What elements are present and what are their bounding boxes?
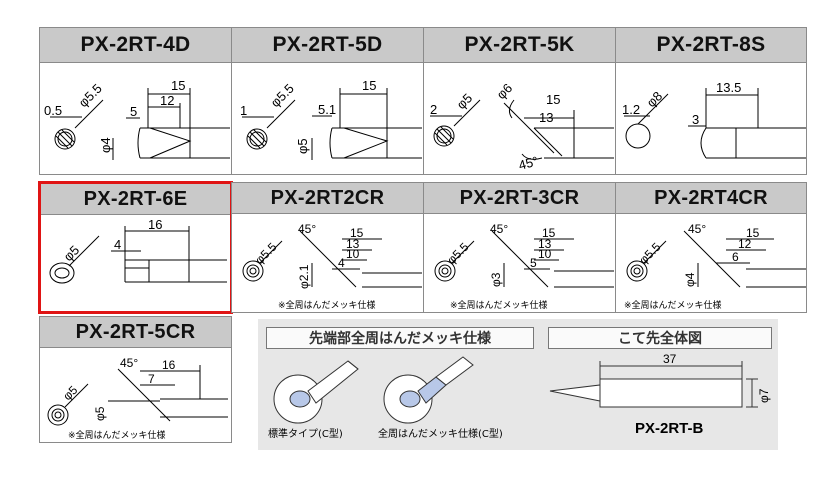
tip-name: PX-2RT-5K — [424, 28, 615, 63]
tip-card-2cr: PX-2RT2CR 45° φ5.5 15 13 10 4 φ2.1 ※全周はん… — [231, 182, 424, 313]
tip-drawing-8s: 1.2 φ8 3 13.5 — [622, 80, 806, 159]
dim-label: 13.5 — [716, 80, 741, 95]
plating-title: 先端部全周はんだメッキ仕様 — [266, 327, 534, 349]
dim-label: 0.5 — [44, 103, 62, 118]
tip-card-4cr: PX-2RT4CR 45° φ5.5 15 12 6 φ4 ※全周はんだメッキ仕… — [615, 182, 807, 313]
dim-label: φ5 — [295, 138, 310, 154]
tip-drawing-3cr: 45° φ5.5 15 13 10 5 φ3 ※全周はんだメッキ仕様 — [434, 222, 614, 311]
dim-label: 45° — [490, 222, 508, 236]
tip-name: PX-2RT-4D — [40, 28, 231, 63]
dim-label: 3 — [692, 112, 699, 127]
tip-name: PX-2RT2CR — [232, 183, 423, 214]
dim-label: 15 — [542, 226, 556, 240]
dim-label: 10 — [538, 247, 552, 261]
dim-label: φ8 — [644, 88, 666, 110]
tip-card-5cr: PX-2RT-5CR 45° 16 7 φ5 φ5 ※全周はんだメッキ仕様 — [39, 316, 232, 443]
dim-label: 4 — [114, 237, 121, 252]
dim-label: 13 — [538, 237, 552, 251]
plated-label: 全周はんだメッキ仕様(C型) — [378, 427, 503, 440]
dim-label: 15 — [350, 226, 364, 240]
legend-panel: 先端部全周はんだメッキ仕様 こて先全体図 標準タイプ(C型) 全周はんだメッキ仕… — [258, 319, 778, 450]
plating-note: ※全周はんだメッキ仕様 — [624, 299, 722, 311]
dim-label: φ5.5 — [444, 240, 471, 267]
dim-label: 15 — [746, 226, 760, 240]
tip-name: PX-2RT-5D — [232, 28, 423, 63]
legend-drawings: 標準タイプ(C型) 全周はんだメッキ仕様(C型) 37 φ7 PX-2RT-B — [268, 352, 771, 440]
dim-label: 15 — [546, 92, 560, 107]
dim-label: 16 — [162, 358, 176, 372]
tip-drawing-5d: 1 φ5.5 15 5.1 φ5 — [240, 78, 422, 160]
tip-card-5d: PX-2RT-5D 1 φ5.5 15 5.1 φ5 — [231, 27, 424, 175]
dim-label: φ5.5 — [268, 81, 297, 110]
dim-label: 12 — [738, 237, 752, 251]
dim-label: φ4 — [98, 137, 113, 153]
tip-drawing-5cr: 45° 16 7 φ5 φ5 ※全周はんだメッキ仕様 — [47, 356, 228, 441]
tip-drawing-4d: 0.5 φ5.5 15 12 5 φ4 — [44, 78, 230, 160]
tip-card-5k: PX-2RT-5K 2 φ5 φ6 15 13 45° — [423, 27, 616, 175]
dim-label: 13 — [539, 110, 553, 125]
dim-label: 1.2 — [622, 102, 640, 117]
dim-label: 45° — [517, 153, 540, 173]
dim-label: 45° — [298, 222, 316, 236]
tip-drawing-2cr: 45° φ5.5 15 13 10 4 φ2.1 ※全周はんだメッキ仕様 — [242, 222, 422, 311]
tip-drawing-5k: 2 φ5 φ6 15 13 45° — [430, 80, 614, 173]
tip-name: PX-2RT-3CR — [424, 183, 615, 214]
plating-note: ※全周はんだメッキ仕様 — [450, 299, 548, 311]
tip-card-8s: PX-2RT-8S 1.2 φ8 3 13.5 — [615, 27, 807, 175]
tip-name: PX-2RT-5CR — [40, 317, 231, 348]
tip-card-4d: PX-2RT-4D 0.5 φ5.5 15 12 5 φ4 — [39, 27, 232, 175]
dim-label: φ4 — [683, 272, 697, 287]
tip-card-6e-selected[interactable]: PX-2RT-6E φ5 4 16 — [38, 181, 233, 314]
tip-name: PX-2RT-6E — [41, 184, 230, 215]
dim-label: φ5.5 — [636, 240, 663, 267]
dim-label: 6 — [732, 250, 739, 264]
overall-model: PX-2RT-B — [635, 420, 704, 437]
tip-card-3cr: PX-2RT-3CR 45° φ5.5 15 13 10 5 φ3 ※全周はんだ… — [423, 182, 616, 313]
dim-label: φ3 — [489, 272, 503, 287]
dim-label: 1 — [240, 103, 247, 118]
plating-note: ※全周はんだメッキ仕様 — [278, 299, 376, 311]
dim-label: 7 — [148, 372, 155, 386]
dim-label: 5.1 — [318, 102, 336, 117]
dim-label: φ6 — [494, 80, 516, 102]
dim-label: 5 — [530, 256, 537, 270]
dim-label: 45° — [120, 356, 138, 370]
tip-name: PX-2RT4CR — [616, 183, 806, 214]
dim-label: 15 — [171, 78, 185, 93]
overall-length: 37 — [663, 352, 677, 366]
tip-drawing-4cr: 45° φ5.5 15 12 6 φ4 ※全周はんだメッキ仕様 — [624, 222, 806, 311]
standard-label: 標準タイプ(C型) — [268, 427, 343, 440]
dim-label: 4 — [338, 256, 345, 270]
dim-label: 15 — [362, 78, 376, 93]
dim-label: 45° — [688, 222, 706, 236]
overall-dia: φ7 — [757, 388, 771, 403]
dim-label: φ5 — [61, 242, 83, 264]
dim-label: 16 — [148, 217, 162, 232]
dim-label: 5 — [130, 104, 137, 119]
dim-label: φ5 — [454, 90, 476, 112]
dim-label: 10 — [346, 247, 360, 261]
dim-label: φ2.1 — [297, 264, 311, 289]
dim-label: 2 — [430, 102, 437, 117]
tip-drawing-6e: φ5 4 16 — [49, 217, 227, 284]
tip-name: PX-2RT-8S — [616, 28, 806, 63]
dim-label: 13 — [346, 237, 360, 251]
dim-label: φ5.5 — [252, 240, 279, 267]
plating-note: ※全周はんだメッキ仕様 — [68, 429, 166, 441]
dim-label: φ5 — [93, 406, 107, 421]
dim-label: 12 — [160, 93, 174, 108]
dim-label: φ5.5 — [76, 81, 105, 110]
overall-title: こて先全体図 — [548, 327, 772, 349]
dim-label: φ5 — [60, 383, 80, 403]
